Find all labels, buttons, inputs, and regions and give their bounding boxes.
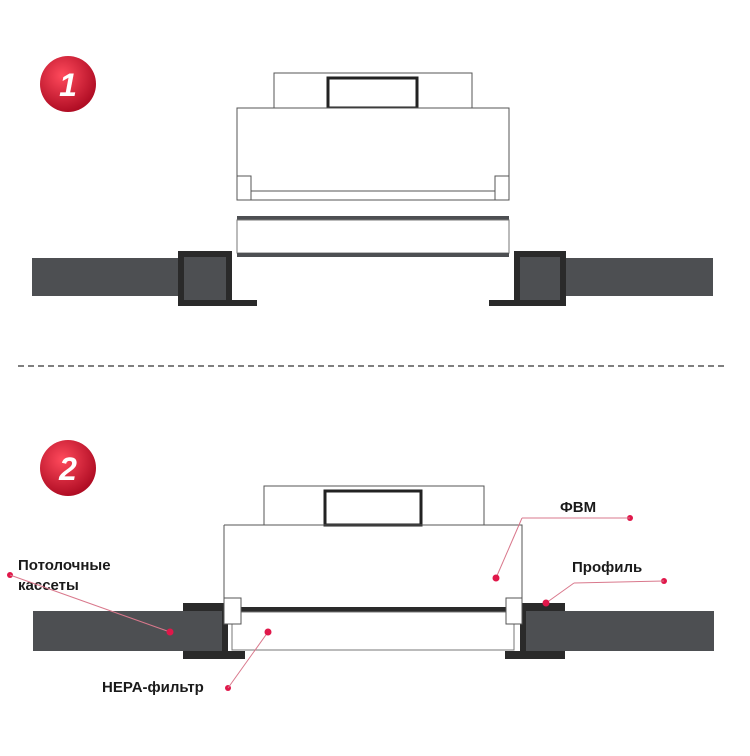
fvm-top-housing-1 <box>273 72 473 109</box>
ceiling-slab-right-2 <box>526 611 714 651</box>
fan-filter-module-2 <box>223 485 523 625</box>
step-1-badge: 1 <box>40 56 96 112</box>
step-1-group: 1 <box>32 56 713 306</box>
profile-label: Профиль <box>572 559 642 576</box>
fvm-right-clip-2 <box>505 597 523 625</box>
fvm-right-clip-1 <box>494 175 510 201</box>
fan-filter-module-1 <box>236 72 510 201</box>
ceiling-right-1 <box>489 251 713 306</box>
ceiling-left-1 <box>32 251 257 306</box>
step-2-badge: 2 <box>40 440 96 496</box>
fvm-body-1 <box>236 107 510 201</box>
profile-left-2 <box>183 603 245 659</box>
ceiling-cassettes-label-line2: кассеты <box>18 577 79 594</box>
step-2-group: 2 Потолочные <box>7 440 714 696</box>
callout-ceiling-cassettes: Потолочные кассеты <box>7 557 174 636</box>
callout-fvm: ФВМ <box>492 499 633 582</box>
hepa-filter-2 <box>231 607 515 651</box>
profile-right-2 <box>505 603 565 659</box>
callout-hepa-filter: HEPA-фильтр <box>102 628 272 696</box>
fvm-label: ФВМ <box>560 499 596 516</box>
hepa-filter-1 <box>236 216 510 257</box>
ceiling-slab-left-2 <box>33 611 223 651</box>
hepa-filter-label: HEPA-фильтр <box>102 679 204 696</box>
ceiling-cassettes-label-line1: Потолочные <box>18 557 111 574</box>
fvm-left-clip-1 <box>236 175 252 201</box>
callout-profile: Профиль <box>542 559 667 607</box>
fvm-body-2 <box>223 524 523 612</box>
step-2-number: 2 <box>58 451 77 487</box>
step-1-number: 1 <box>59 67 77 103</box>
fvm-left-clip-2 <box>223 597 242 625</box>
